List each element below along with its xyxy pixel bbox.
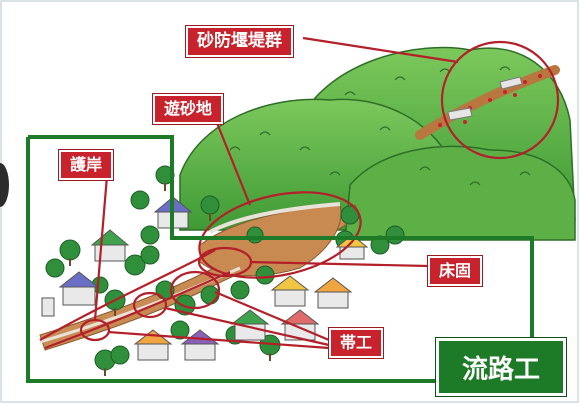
trees (45, 165, 405, 376)
leader-belt-3 (107, 330, 330, 350)
callout-sabo-circle (440, 40, 560, 160)
mountains (179, 46, 576, 241)
leader-sabo (302, 36, 459, 64)
label-belt-work: 帯工 (329, 328, 384, 358)
callout-belt-1 (169, 270, 221, 310)
callouts (39, 36, 560, 350)
callout-belt-2 (132, 291, 168, 319)
callout-revetment-line (39, 249, 216, 341)
leader-basin (213, 117, 252, 206)
callout-revetment-line-2 (44, 270, 231, 350)
leader-revetment (93, 175, 109, 321)
edge-object (0, 163, 9, 207)
gully (415, 65, 560, 140)
leader-bed (249, 260, 429, 268)
river (39, 202, 361, 351)
callout-basin-ellipse (198, 191, 362, 279)
leader-belt-1 (214, 290, 330, 342)
label-revetment: 護岸 (59, 150, 114, 180)
label-sediment-basin: 遊砂地 (153, 94, 224, 124)
stream-work-frame (26, 135, 534, 383)
check-dams (447, 76, 523, 121)
label-bed-girdle: 床固 (428, 256, 483, 286)
leader-belt-2 (164, 306, 330, 347)
label-sabo-dam-group: 砂防堰堤群 (186, 26, 293, 57)
label-stream-work: 流路工 (436, 338, 566, 396)
